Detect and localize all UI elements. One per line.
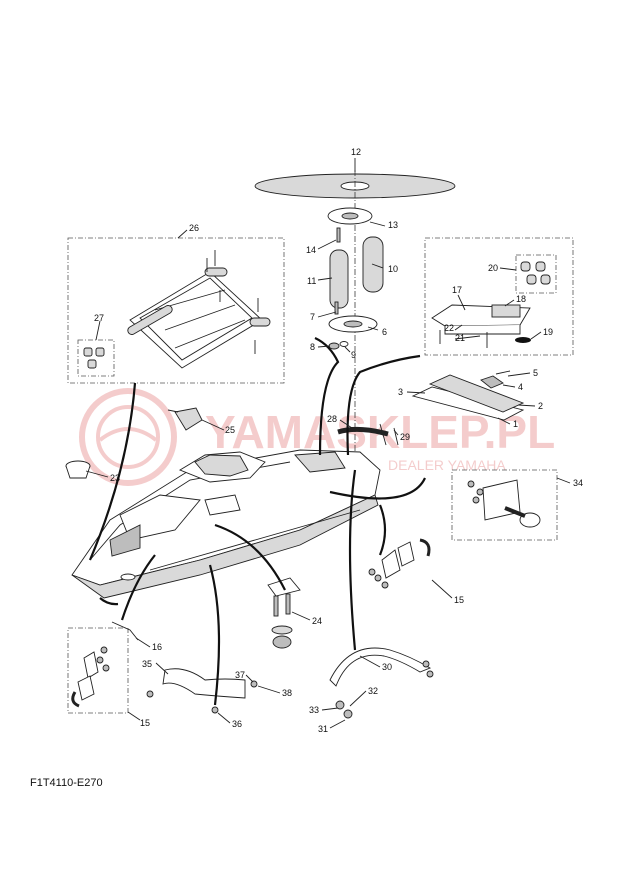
ladder-group-box [67,237,285,384]
callout-19: 19 [543,327,553,337]
callout-22: 22 [444,323,454,333]
callout-37: 37 [235,670,245,680]
callout-34: 34 [573,478,583,488]
callout-9: 9 [351,350,356,360]
tow-eye-right [368,538,431,589]
boarding-ladder [127,250,271,369]
callout-20: 20 [488,263,498,273]
washer [328,342,340,350]
callout-32: 32 [368,686,378,696]
callout-12: 12 [351,147,361,157]
callout-7: 7 [310,312,315,322]
callout-15-left: 15 [140,718,150,728]
screw [336,227,341,243]
callout-15-right: 15 [454,595,464,605]
callout-30: 30 [382,662,392,672]
callout-26: 26 [189,223,199,233]
callout-29: 29 [400,432,410,442]
tow-eye-left [71,646,110,708]
callout-24: 24 [312,616,322,626]
boat-hull [71,449,381,599]
leader-lines [85,158,571,729]
callout-17: 17 [452,285,462,295]
grab-handle-right [329,647,434,719]
callout-38: 38 [282,688,292,698]
callout-11: 11 [307,276,316,286]
callout-labels: 12 13 14 10 11 7 6 8 9 26 27 20 17 18 19… [94,147,583,734]
tow-eye-left-box [67,627,129,714]
callout-10: 10 [388,264,398,274]
cover-plate [467,479,541,528]
bolt [334,301,339,315]
rubber-caps [83,347,105,369]
bottom-mount-plate [328,315,378,333]
callout-35: 35 [142,659,152,669]
bracket-16 [111,621,139,641]
watermark-logo [79,388,177,486]
seat-bracket-box [424,237,574,356]
callout-18: 18 [516,294,526,304]
connector-lines [88,337,426,706]
nut [339,341,349,347]
pole-lower [329,249,349,309]
callout-16: 16 [152,642,162,652]
callout-4: 4 [518,382,523,392]
callout-1: 1 [513,419,518,429]
callout-25: 25 [225,425,235,435]
watermark-tagline: DEALER YAMAHA [388,457,506,473]
callout-8: 8 [310,342,315,352]
diagram-code: F1T4110-E270 [30,777,103,789]
callout-27: 27 [94,313,104,323]
callout-13: 13 [388,220,398,230]
callout-28: 28 [327,414,337,424]
rubber-caps-box [77,339,115,377]
callout-36: 36 [232,719,242,729]
grab-handle-left [146,668,258,714]
grommet-box [515,254,557,294]
callout-23: 23 [110,473,120,483]
callout-5: 5 [533,368,538,378]
cover-group-box [451,469,558,541]
seat-rails [411,370,525,421]
callout-6: 6 [382,327,387,337]
callout-2: 2 [538,401,543,411]
plug [515,337,531,343]
callout-33: 33 [309,705,319,715]
callout-31: 31 [318,724,328,734]
callout-14: 14 [306,245,316,255]
grommets [520,261,551,285]
callout-21: 21 [455,333,465,343]
seat-bracket [431,304,531,348]
top-mount-plate [327,207,373,225]
cup-holder [65,460,91,479]
callout-3: 3 [398,387,403,397]
